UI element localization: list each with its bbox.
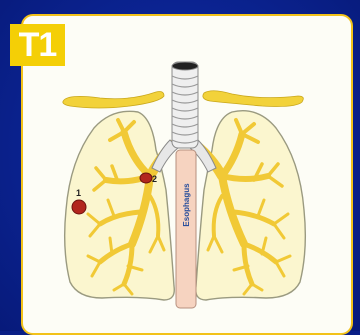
trachea: [172, 62, 198, 148]
right-clavicle: [203, 91, 303, 107]
esophagus: [176, 150, 196, 308]
tumor-2: [140, 173, 152, 183]
esophagus-label: Esophagus: [182, 183, 191, 227]
left-clavicle: [63, 92, 164, 109]
tumor-2-label: 2: [152, 174, 157, 184]
tumor-1: [72, 200, 86, 214]
tumor-1-label: 1: [76, 188, 81, 198]
